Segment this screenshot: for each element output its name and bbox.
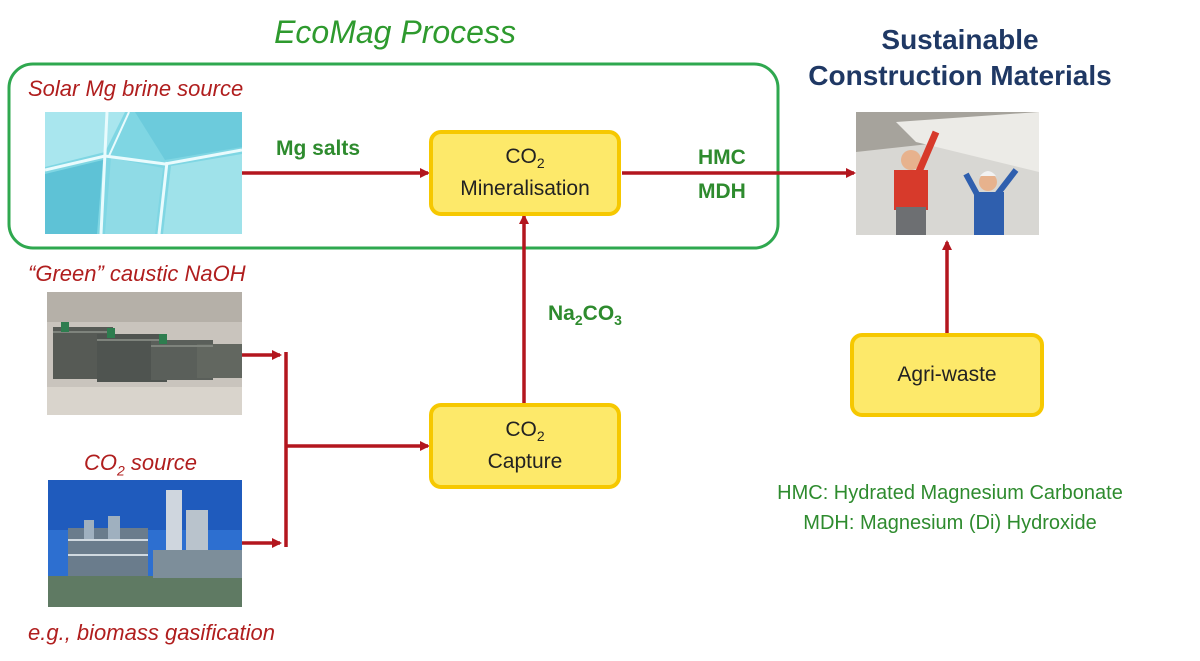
naoh-plant-photo <box>47 292 242 415</box>
mineralisation-sub: 2 <box>536 155 545 172</box>
co2-source-label: CO2 source <box>84 450 197 478</box>
capture-sub: 2 <box>536 428 545 445</box>
capture-formula: CO2 <box>505 417 544 449</box>
brine-ponds-photo <box>45 112 242 234</box>
capture-co: CO <box>505 417 537 441</box>
output-title-line1: Sustainable <box>881 24 1039 55</box>
diagram-title: EcoMag Process <box>274 14 516 50</box>
legend-hmc: HMC: Hydrated Magnesium Carbonate <box>777 482 1123 504</box>
naoh-source-label: “Green” caustic NaOH <box>28 261 246 286</box>
brine-source-label: Solar Mg brine source <box>28 76 244 101</box>
co2-plant-photo <box>48 480 242 607</box>
co2-source-prefix: CO <box>84 450 117 475</box>
co2-source-suffix: source <box>124 450 197 475</box>
agri-waste-text: Agri-waste <box>897 363 997 386</box>
mineralisation-formula: CO2 <box>505 144 544 176</box>
na2co3-part-a: Na <box>548 302 575 325</box>
ecomag-process-frame <box>7 62 780 250</box>
output-title-line2: Construction Materials <box>808 60 1112 91</box>
hmc-label: HMC <box>698 146 746 169</box>
na2co3-part-b: CO <box>582 302 615 325</box>
output-title: Sustainable Construction Materials <box>770 22 1150 94</box>
co2-source-sub: 2 <box>117 462 125 479</box>
mineralisation-text: Mineralisation <box>460 177 590 201</box>
na2co3-label: Na2CO3 <box>548 302 622 328</box>
co2-capture-box: CO2 Capture <box>429 403 621 489</box>
co2-mineralisation-box: CO2 Mineralisation <box>429 130 621 216</box>
mdh-label: MDH <box>698 180 746 203</box>
co2-source-footnote: e.g., biomass gasification <box>28 620 276 645</box>
mg-salts-label: Mg salts <box>276 137 361 160</box>
legend-mdh: MDH: Magnesium (Di) Hydroxide <box>803 512 1097 534</box>
construction-photo <box>856 112 1039 235</box>
na2co3-sub1: 2 <box>574 312 583 329</box>
mineralisation-co: CO <box>505 144 537 168</box>
na2co3-sub2: 3 <box>614 312 622 329</box>
capture-text: Capture <box>487 450 563 474</box>
agri-waste-box: Agri-waste <box>850 333 1044 417</box>
